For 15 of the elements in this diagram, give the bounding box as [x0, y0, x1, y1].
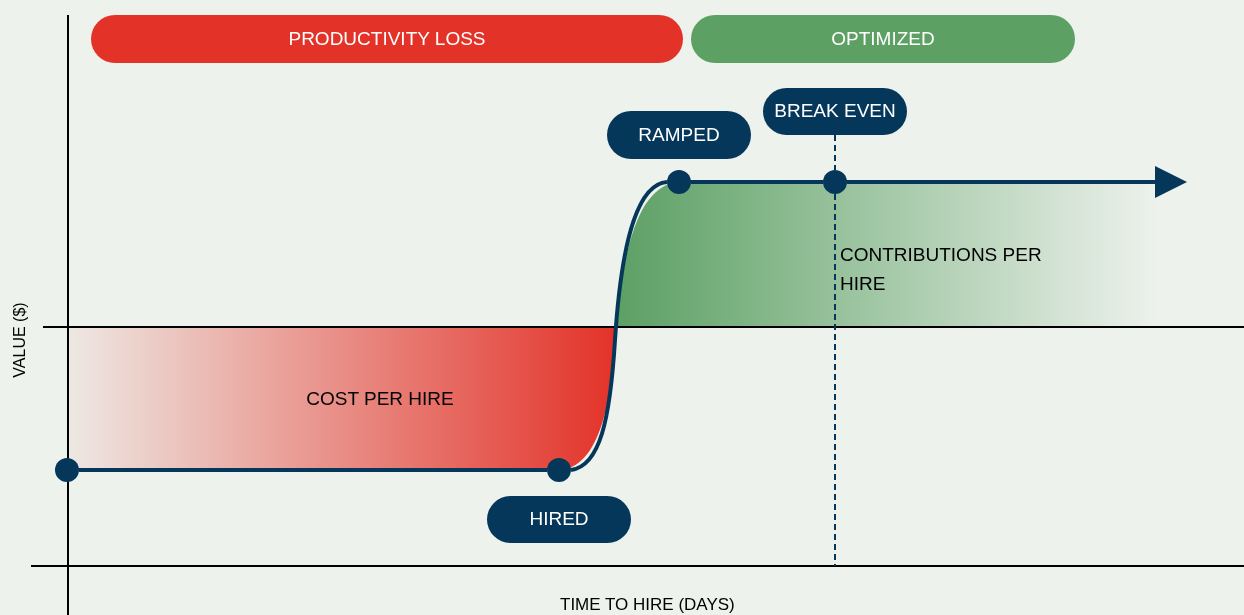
dashed-line [834, 193, 836, 567]
curve-line [79, 468, 547, 472]
axis-label: VALUE ($) [10, 302, 29, 378]
curve-line [570, 180, 668, 472]
area-label: COST PER HIRE [305, 387, 455, 411]
curve-line [691, 180, 823, 184]
arrow [847, 166, 1187, 198]
phase-band: OPTIMIZED [691, 15, 1075, 63]
milestone-pill: BREAK EVEN [763, 88, 907, 135]
axis-label: TIME TO HIRE (DAYS) [560, 594, 735, 615]
dashed-line [834, 134, 836, 171]
area-label: CONTRIBUTIONS PER HIRE [840, 243, 1043, 296]
milestone-pill: RAMPED [607, 111, 751, 159]
milestone-pill: HIRED [487, 496, 631, 543]
phase-band: PRODUCTIVITY LOSS [91, 15, 683, 63]
